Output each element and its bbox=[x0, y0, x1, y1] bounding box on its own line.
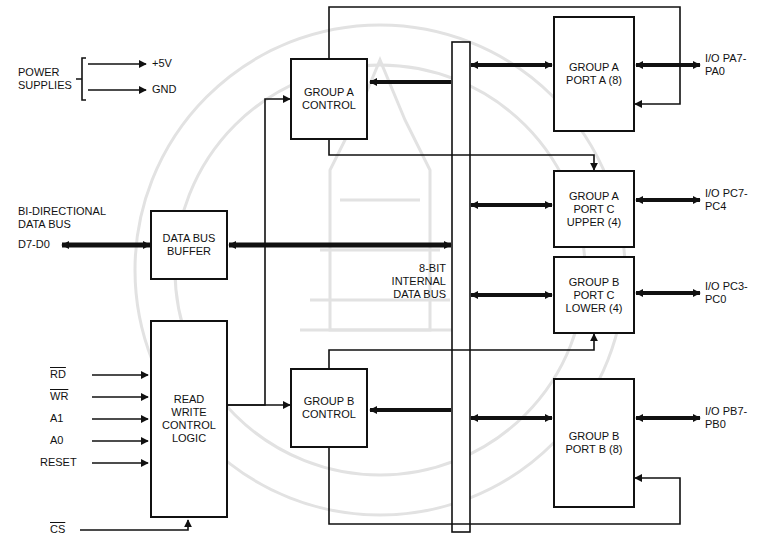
bus-arrow bbox=[471, 203, 552, 207]
supply-label: GND bbox=[152, 83, 176, 96]
box-text: GROUP B CONTROL bbox=[299, 395, 359, 421]
port-box: GROUP A PORT C UPPER (4) bbox=[553, 170, 635, 248]
bus-label: 8-BIT INTERNAL DATA BUS bbox=[384, 262, 446, 301]
supply-label: POWER SUPPLIES bbox=[18, 66, 82, 92]
bus-arrow bbox=[471, 416, 552, 420]
power-arrow bbox=[88, 63, 146, 65]
internal-bus bbox=[452, 42, 470, 532]
signal-arrow bbox=[92, 396, 148, 398]
bus-arrow bbox=[370, 80, 451, 84]
control-line bbox=[228, 99, 290, 405]
control-box: GROUP B CONTROL bbox=[290, 368, 368, 448]
signal-arrow bbox=[92, 374, 148, 376]
box-text: DATA BUS BUFFER bbox=[159, 232, 219, 258]
port-box: GROUP A PORT A (8) bbox=[553, 16, 635, 132]
supply-label: +5V bbox=[152, 57, 172, 70]
power-arrow bbox=[88, 89, 146, 91]
control-logic-box: READ WRITE CONTROL LOGIC bbox=[150, 320, 228, 518]
io-arrow bbox=[636, 291, 700, 295]
box-text: READ WRITE CONTROL LOGIC bbox=[159, 393, 219, 445]
internal-bus-arrow bbox=[229, 243, 451, 248]
bus-arrow bbox=[471, 63, 552, 67]
box-text: GROUP B PORT C LOWER (4) bbox=[564, 276, 624, 315]
signal-arrow bbox=[92, 440, 148, 442]
io-arrow bbox=[636, 198, 700, 202]
io-label: I/O PA7-PA0 bbox=[705, 52, 761, 78]
box-text: GROUP A CONTROL bbox=[299, 86, 359, 112]
signal-arrow bbox=[92, 462, 148, 464]
box-text: GROUP A PORT A (8) bbox=[564, 61, 624, 87]
box-text: GROUP A PORT C UPPER (4) bbox=[564, 190, 624, 229]
control-line bbox=[329, 140, 594, 170]
port-box: GROUP B PORT B (8) bbox=[553, 378, 635, 508]
signal-name: WR bbox=[50, 390, 68, 403]
control-line bbox=[228, 404, 290, 406]
signal-name: CS bbox=[50, 523, 65, 536]
signal-name: A0 bbox=[50, 434, 63, 447]
signal-arrow bbox=[92, 418, 148, 420]
data-bus-arrow bbox=[62, 243, 150, 248]
io-label: I/O PB7-PB0 bbox=[705, 405, 761, 431]
io-arrow bbox=[636, 63, 700, 67]
control-line bbox=[329, 334, 594, 368]
io-arrow bbox=[636, 416, 700, 420]
bus-label: D7-D0 bbox=[18, 238, 50, 251]
control-box: GROUP A CONTROL bbox=[290, 58, 368, 140]
bracket bbox=[76, 58, 86, 100]
bus-label: BI-DIRECTIONAL DATA BUS bbox=[18, 205, 128, 231]
signal-name: RESET bbox=[40, 456, 77, 469]
box-text: GROUP B PORT B (8) bbox=[564, 430, 624, 456]
io-label: I/O PC7-PC4 bbox=[705, 187, 761, 213]
port-box: GROUP B PORT C LOWER (4) bbox=[553, 256, 635, 334]
bus-arrow bbox=[370, 408, 451, 412]
buffer-box: DATA BUS BUFFER bbox=[150, 210, 228, 280]
signal-name: RD bbox=[50, 368, 66, 381]
io-label: I/O PC3-PC0 bbox=[705, 280, 761, 306]
bus-arrow bbox=[471, 293, 552, 297]
signal-name: A1 bbox=[50, 412, 63, 425]
signal-arrow bbox=[80, 520, 188, 530]
